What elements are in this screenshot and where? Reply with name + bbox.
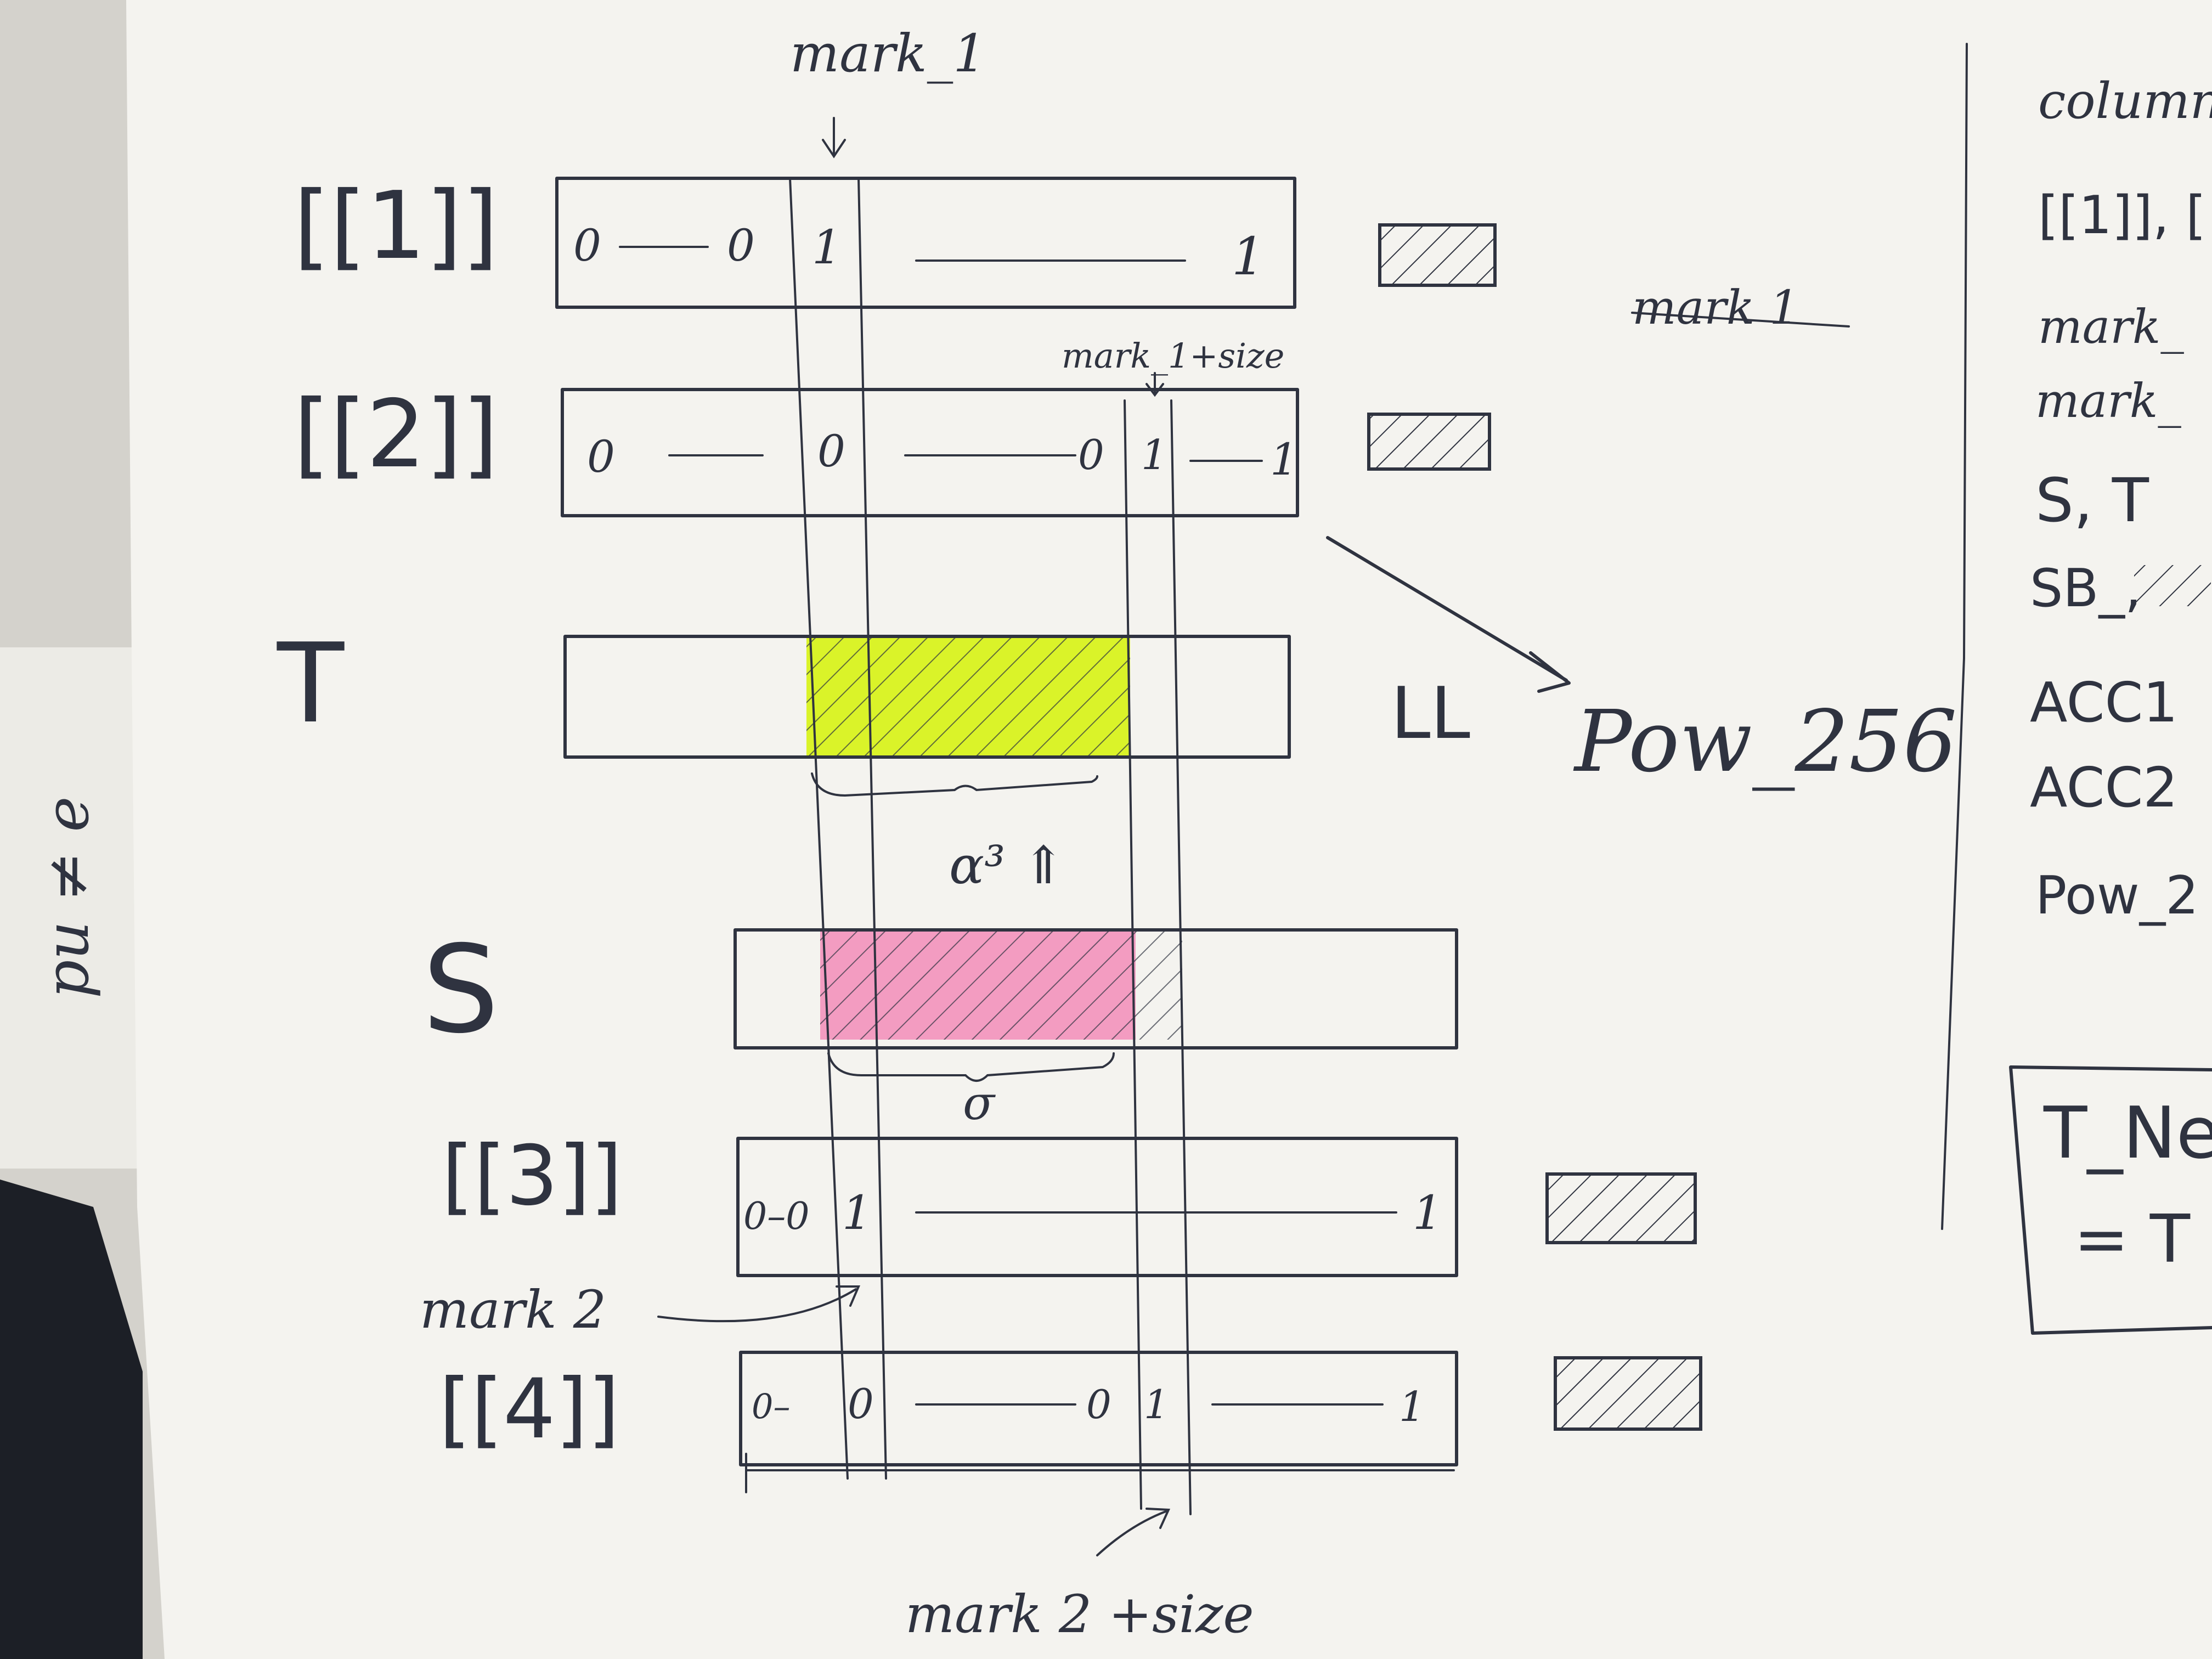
row4-underbar xyxy=(745,1453,1455,1493)
right-item-4: S, T xyxy=(2035,465,2149,535)
row4-cell-0a: 0– xyxy=(752,1386,790,1426)
right-item-7: ACC2 xyxy=(2030,755,2178,820)
row2-cell-1a: 1 xyxy=(1141,431,1167,479)
scribble-3 xyxy=(1545,1172,1697,1244)
right-item-1: [[1]], [ xyxy=(2038,185,2206,246)
mark1-top-label: mark_1 xyxy=(790,24,986,84)
scribble-1 xyxy=(1378,223,1497,287)
right-scribble xyxy=(2134,565,2211,606)
row1-cell-0a: 0 xyxy=(573,220,601,271)
right-item-0: columns xyxy=(2038,72,2212,130)
mark1-size-arrow xyxy=(1146,372,1164,397)
right-item-6: ACC1 xyxy=(2030,670,2178,735)
right-box xyxy=(2009,1065,2212,1335)
alpha-label: α³ ⇑ xyxy=(949,836,1065,896)
mark2-size-arrow xyxy=(1096,1508,1171,1556)
row2-cell-0c: 0 xyxy=(1078,431,1104,479)
scrap-text: pu ≠ e xyxy=(32,797,102,998)
guide-mark1-left xyxy=(789,177,849,1480)
row-label-T: T xyxy=(276,620,345,748)
s-brace xyxy=(827,1052,1115,1082)
row-label-3: [[3]] xyxy=(442,1128,623,1224)
ll-label: LL xyxy=(1391,672,1470,755)
right-item-5: SB_, xyxy=(2030,558,2141,619)
row4-cell-1b: 1 xyxy=(1399,1383,1425,1431)
row3-cell-1b: 1 xyxy=(1413,1186,1442,1240)
right-divider xyxy=(1941,43,1968,1230)
right-item-2: mark_ xyxy=(2038,300,2184,354)
row-label-S: S xyxy=(422,919,499,1060)
row-box-2 xyxy=(561,388,1299,517)
row3-cell-0: 0–0 xyxy=(743,1195,810,1238)
sigma-label: σ xyxy=(963,1076,996,1131)
row-box-3 xyxy=(736,1137,1458,1277)
right-box-line-0: T_Ne xyxy=(2043,1091,2212,1175)
row1-cell-1a: 1 xyxy=(812,221,842,275)
guide-size-right xyxy=(1170,399,1192,1515)
row1-cell-1b: 1 xyxy=(1232,227,1265,287)
left-paper-scrap xyxy=(0,647,143,1169)
row-box-4 xyxy=(739,1351,1458,1466)
row-box-S xyxy=(733,928,1458,1049)
mark2-label: mark 2 xyxy=(420,1280,606,1340)
row3-cell-1a: 1 xyxy=(842,1186,872,1240)
row4-cell-1a: 1 xyxy=(1144,1381,1169,1427)
pow-label: Pow_256 xyxy=(1573,692,1957,791)
row4-cell-0b: 0 xyxy=(848,1380,874,1428)
pow-arrow xyxy=(1326,536,1571,693)
row-box-T xyxy=(563,635,1291,759)
mark1-strike xyxy=(1631,312,1850,328)
right-item-3: mark_ xyxy=(2035,374,2181,428)
t-brace xyxy=(811,772,1098,797)
mark1-struck-label: mark 1 xyxy=(1632,281,1799,335)
t-hatch xyxy=(806,636,1130,757)
row1-cell-0b: 0 xyxy=(727,220,755,271)
row2-cell-0a: 0 xyxy=(587,431,615,482)
row2-cell-0b: 0 xyxy=(817,426,845,477)
row-label-2: [[2]] xyxy=(294,380,498,489)
row2-cell-1b: 1 xyxy=(1270,434,1298,485)
scribble-2 xyxy=(1367,413,1491,471)
guide-size-left xyxy=(1124,399,1142,1510)
right-box-line-1: = T xyxy=(2074,1201,2191,1278)
guide-mark1-right xyxy=(857,177,887,1480)
mark1-size-label: mark_1+size xyxy=(1062,336,1284,376)
dark-object xyxy=(0,1180,143,1659)
mark1-top-arrow xyxy=(822,117,846,159)
row-label-1: [[1]] xyxy=(294,172,498,280)
right-item-8: Pow_2 xyxy=(2035,866,2199,926)
mark2-size-label: mark 2 +size xyxy=(905,1584,1254,1645)
row4-cell-0c: 0 xyxy=(1086,1381,1111,1427)
mark2-arrow xyxy=(657,1285,861,1323)
scribble-4 xyxy=(1554,1356,1702,1431)
s-hatch xyxy=(820,930,1182,1040)
row-label-4: [[4]] xyxy=(439,1362,620,1457)
row-box-1 xyxy=(555,177,1296,309)
